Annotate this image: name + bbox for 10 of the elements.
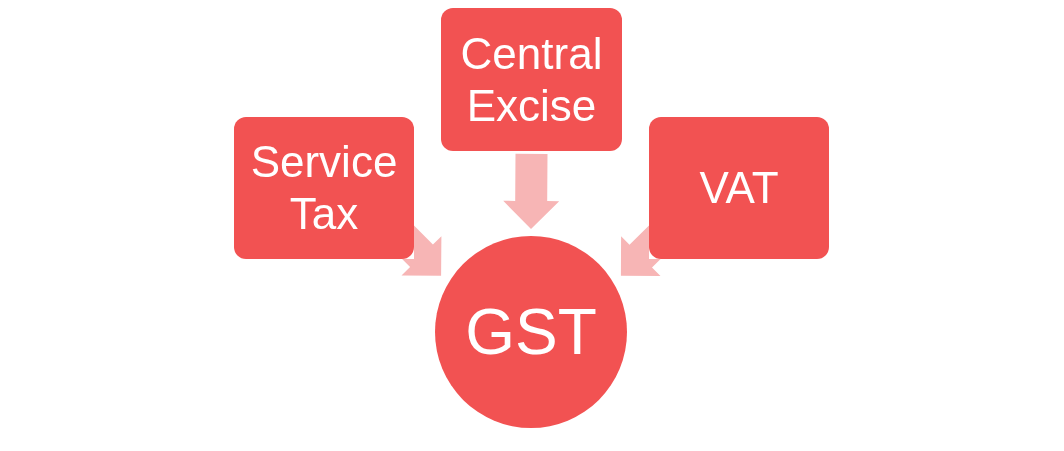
block-arrow <box>503 153 560 229</box>
process-box <box>234 117 414 259</box>
node-label: VAT <box>699 162 779 214</box>
process-box <box>441 8 622 151</box>
node-label: Service Tax <box>249 136 399 240</box>
node-label: GST <box>465 296 597 368</box>
block-arrow <box>620 225 661 276</box>
block-arrow <box>401 225 442 276</box>
process-box <box>649 117 829 259</box>
node-label: Central Excise <box>459 27 604 132</box>
